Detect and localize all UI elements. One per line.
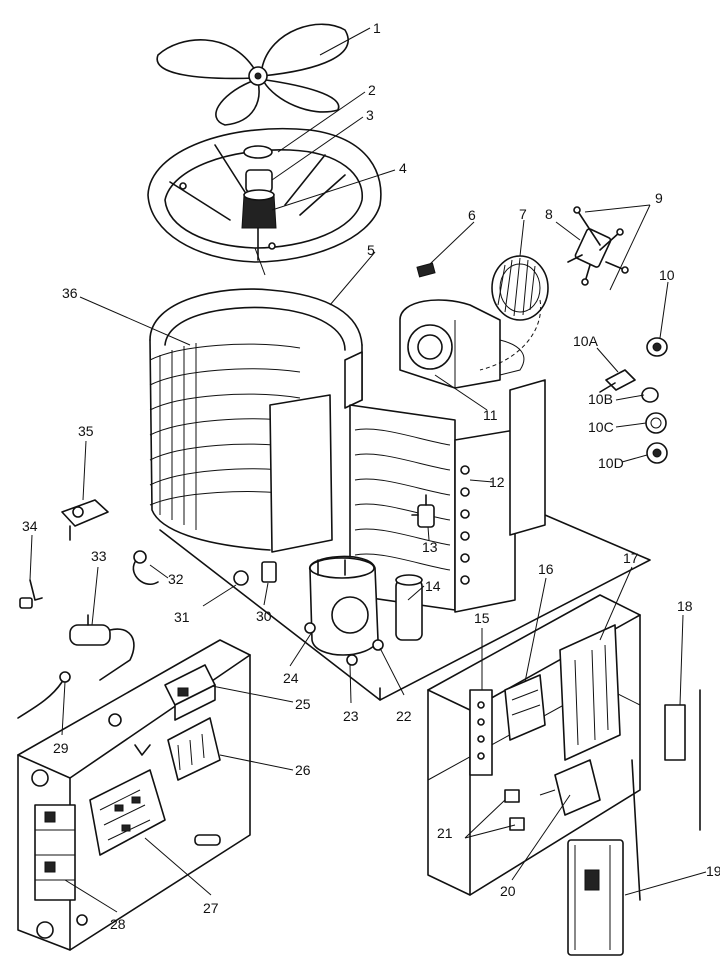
callout-label: 18 xyxy=(677,598,693,614)
expansion-valve xyxy=(411,494,435,528)
callout-label: 32 xyxy=(168,571,184,587)
callout-label: 31 xyxy=(174,609,190,625)
callout-label: 15 xyxy=(474,610,490,626)
blower-motor xyxy=(567,206,629,286)
disconnect-switch xyxy=(567,689,701,956)
callout-label: 7 xyxy=(519,206,527,222)
contactor xyxy=(167,717,221,781)
callout-labels: 1 2 3 4 5 6 7 8 9 10 10A 10B 10C 10D 11 … xyxy=(22,20,720,932)
callout-label: 35 xyxy=(78,423,94,439)
callout-label: 33 xyxy=(91,548,107,564)
water-valve xyxy=(69,614,135,681)
callout-label: 10B xyxy=(588,391,613,407)
callout-label: 22 xyxy=(396,708,412,724)
callout-label: 20 xyxy=(500,883,516,899)
terminal-strip xyxy=(469,689,493,776)
leader-lines xyxy=(29,27,707,913)
compressor xyxy=(304,555,384,666)
callout-label: 19 xyxy=(706,863,720,879)
contactor-right xyxy=(559,624,621,761)
callout-label: 10C xyxy=(588,419,614,435)
callout-label: 3 xyxy=(366,107,374,123)
thermistor-wire xyxy=(132,550,159,585)
fan-blade xyxy=(156,23,349,126)
callout-label: 28 xyxy=(110,916,126,932)
callout-label: 24 xyxy=(283,670,299,686)
circuit-board xyxy=(89,769,166,856)
transformer xyxy=(504,674,546,741)
capacitor xyxy=(395,574,423,641)
callout-label: 30 xyxy=(256,608,272,624)
clip-part xyxy=(416,262,436,278)
callout-label: 9 xyxy=(655,190,663,206)
callout-label: 27 xyxy=(203,900,219,916)
callout-label: 29 xyxy=(53,740,69,756)
terminal-block xyxy=(34,804,76,901)
callout-label: 14 xyxy=(425,578,441,594)
callout-label: 21 xyxy=(437,825,453,841)
pressure-switch xyxy=(61,499,109,541)
blower-wheel xyxy=(479,255,549,371)
grommet xyxy=(233,570,249,586)
callout-label: 13 xyxy=(422,539,438,555)
callout-label: 6 xyxy=(468,207,476,223)
fuse-holders xyxy=(504,789,525,831)
callout-label: 10D xyxy=(598,455,624,471)
callout-label: 4 xyxy=(399,160,407,176)
relay xyxy=(164,664,216,721)
top-cover-grille xyxy=(147,127,382,276)
mounting-hardware xyxy=(599,337,668,464)
callout-label: 34 xyxy=(22,518,38,534)
heat-exchanger xyxy=(349,379,546,613)
callout-label: 10 xyxy=(659,267,675,283)
base-pan xyxy=(159,514,651,701)
callout-label: 1 xyxy=(373,20,381,36)
blower-housing xyxy=(399,299,525,389)
fan-motor xyxy=(241,145,277,261)
callout-label: 2 xyxy=(368,82,376,98)
callout-label: 11 xyxy=(483,407,498,423)
callout-label: 36 xyxy=(62,285,78,301)
service-fitting xyxy=(19,579,43,609)
callout-label: 17 xyxy=(623,550,639,566)
temperature-probe xyxy=(17,671,71,719)
callout-label: 12 xyxy=(489,474,505,490)
sensor-bulb xyxy=(261,561,277,583)
callout-label: 26 xyxy=(295,762,311,778)
terminal-strip-small xyxy=(664,704,686,761)
condenser-coil xyxy=(149,288,363,553)
callout-label: 10A xyxy=(573,333,599,349)
callout-label: 8 xyxy=(545,206,553,222)
callout-label: 16 xyxy=(538,561,554,577)
callout-label: 23 xyxy=(343,708,359,724)
callout-label: 5 xyxy=(367,242,375,258)
callout-label: 25 xyxy=(295,696,311,712)
